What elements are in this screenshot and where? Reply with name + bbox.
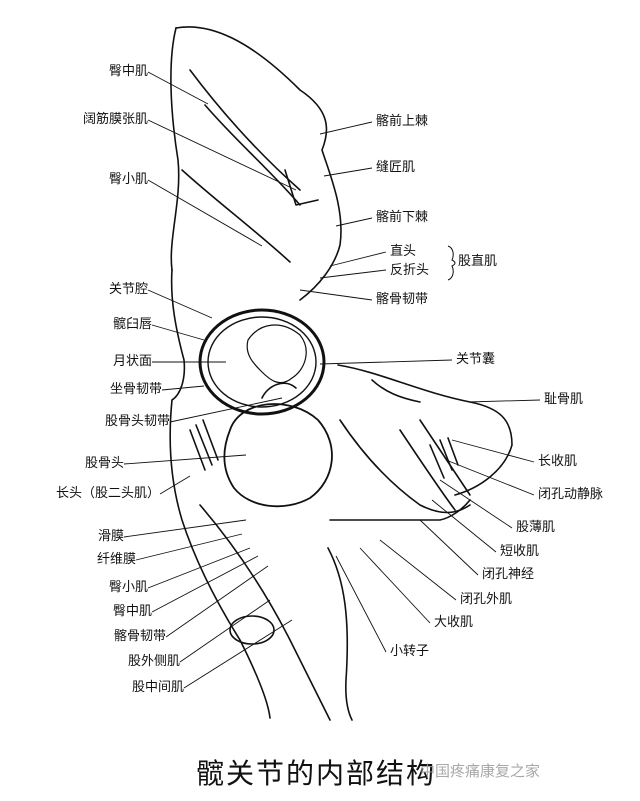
label-gluteus-medius-2: 臀中肌	[112, 604, 152, 619]
label-rectus-femoris: 股直肌	[458, 254, 498, 269]
label-obturator-vessels: 闭孔动静脉	[538, 487, 604, 502]
label-lunate-surface: 月状面	[112, 354, 152, 369]
label-pectineus: 耻骨肌	[544, 392, 584, 407]
label-ischiofemoral-lig: 坐骨韧带	[109, 382, 162, 397]
label-obturator-externus: 闭孔外肌	[460, 592, 513, 607]
figure-title: 髋关节的内部结构	[196, 757, 437, 790]
label-joint-capsule: 关节囊	[456, 352, 496, 367]
label-adductor-longus: 长收肌	[538, 454, 578, 469]
label-gluteus-minimus-2: 臀小肌	[108, 580, 148, 595]
label-sartorius: 缝匠肌	[376, 160, 416, 175]
watermark: 中国疼痛康复之家	[420, 762, 541, 780]
label-adductor-magnus: 大收肌	[434, 615, 474, 630]
label-joint-cavity: 关节腔	[108, 282, 148, 297]
label-tensor-fasciae: 阔筋膜张肌	[82, 112, 148, 127]
label-gluteus-medius: 臀中肌	[108, 64, 148, 79]
label-reflected-head: 反折头	[390, 263, 430, 278]
label-vastus-intermedius: 股中间肌	[131, 680, 184, 695]
label-iliofemoral-lig: 髂骨韧带	[376, 292, 429, 307]
label-direct-head: 直头	[390, 244, 417, 259]
label-gracilis: 股薄肌	[516, 520, 556, 535]
label-aiis: 髂前下棘	[376, 210, 429, 225]
label-lesser-trochanter: 小转子	[390, 644, 430, 659]
label-biceps-long-head: 长头（股二头肌）	[55, 486, 160, 501]
label-obturator-nerve: 闭孔神经	[482, 567, 535, 582]
label-ligament-head: 股骨头韧带	[104, 414, 170, 429]
label-vastus-lateralis: 股外侧肌	[127, 654, 180, 669]
label-synovial-membrane: 滑膜	[97, 529, 124, 544]
label-adductor-brevis: 短收肌	[500, 544, 540, 559]
label-asis: 髂前上棘	[376, 114, 429, 129]
label-iliofemoral-lig-2: 髂骨韧带	[113, 629, 166, 644]
label-acetabular-labrum: 髋臼唇	[112, 317, 152, 332]
label-gluteus-minimus: 臀小肌	[108, 172, 148, 187]
label-femoral-head: 股骨头	[84, 456, 124, 471]
label-fibrous-membrane: 纤维膜	[96, 552, 136, 567]
